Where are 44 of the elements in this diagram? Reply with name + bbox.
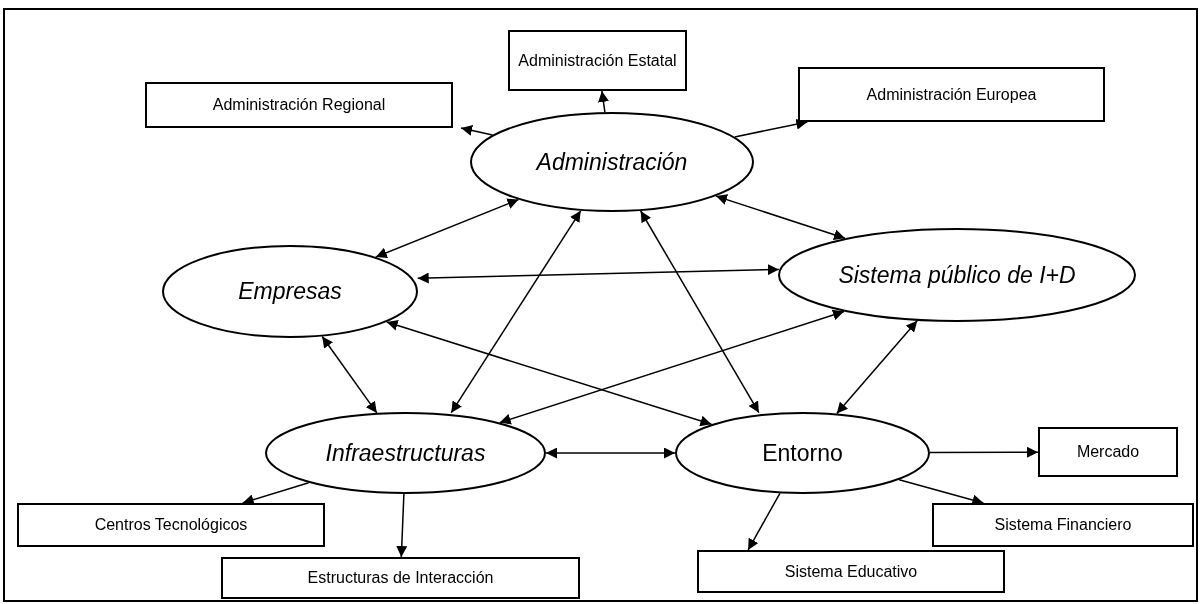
text-box bbox=[798, 67, 1105, 122]
ellipse-node bbox=[675, 412, 930, 494]
text-box bbox=[697, 550, 1005, 593]
arrow bbox=[929, 446, 1039, 458]
box-label: Administración Estatal bbox=[518, 51, 677, 70]
text-box bbox=[145, 82, 453, 128]
arrow bbox=[747, 492, 781, 551]
arrow bbox=[545, 447, 676, 459]
text-box bbox=[221, 557, 580, 599]
text-box bbox=[932, 503, 1194, 547]
box-label: Administración Regional bbox=[212, 96, 386, 114]
ellipse-node bbox=[162, 245, 418, 338]
node-label: Sistema público de I+D bbox=[838, 261, 1076, 289]
node-label: Infraestructuras bbox=[325, 439, 486, 467]
node-label: Entorno bbox=[762, 439, 843, 467]
arrow bbox=[385, 320, 713, 427]
ellipse-node bbox=[265, 412, 546, 494]
ellipse-node bbox=[470, 112, 754, 212]
arrow bbox=[375, 198, 520, 258]
arrow bbox=[498, 309, 845, 425]
arrow bbox=[396, 493, 408, 558]
arrow bbox=[598, 90, 609, 113]
text-box bbox=[1038, 427, 1178, 477]
arrow bbox=[715, 194, 846, 241]
node-label: Empresas bbox=[238, 278, 342, 305]
arrow bbox=[416, 264, 780, 284]
arrow bbox=[241, 481, 310, 505]
node-label: Administración bbox=[536, 148, 688, 176]
arrow bbox=[321, 335, 378, 414]
box-label: Centros Tecnológicos bbox=[94, 516, 248, 534]
ellipse-node bbox=[778, 228, 1136, 322]
arrow bbox=[450, 210, 582, 414]
box-label: Mercado bbox=[1076, 443, 1140, 461]
arrow bbox=[836, 320, 918, 415]
arrow bbox=[733, 118, 809, 138]
text-box bbox=[17, 503, 325, 547]
arrow bbox=[898, 478, 985, 506]
box-label: Sistema Educativo bbox=[784, 562, 918, 581]
arrow bbox=[639, 210, 760, 414]
box-label: Estructuras de Interacción bbox=[307, 569, 494, 587]
box-label: Administración Europea bbox=[866, 85, 1037, 104]
arrow bbox=[460, 125, 494, 136]
box-label: Sistema Financiero bbox=[994, 516, 1132, 534]
text-box bbox=[508, 30, 687, 91]
